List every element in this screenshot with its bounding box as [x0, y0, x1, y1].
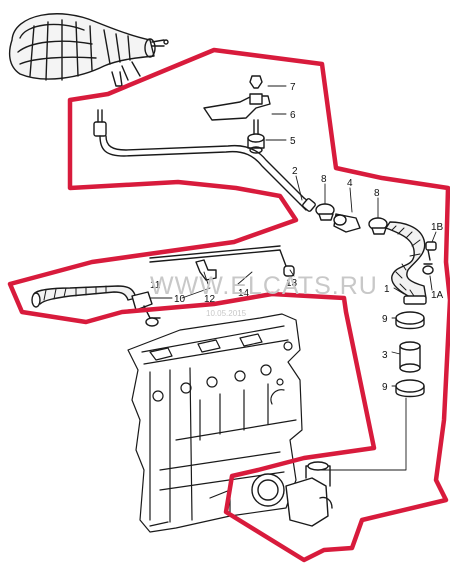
- callout-8a: 8: [321, 174, 327, 185]
- callout-2: 2: [292, 166, 298, 177]
- leader-lines: [149, 85, 437, 471]
- callout-8b: 8: [374, 188, 380, 199]
- plug-13: [283, 265, 295, 277]
- highlight-outline: [7, 47, 450, 563]
- highlight-region-breather-path: [7, 47, 450, 563]
- crankcase-breather-housing: [251, 461, 333, 527]
- callout-4: 4: [347, 178, 353, 189]
- callout-11: 11: [150, 280, 161, 291]
- callout-7: 7: [290, 82, 296, 93]
- clip-12: [195, 259, 217, 281]
- callout-1: 1: [384, 284, 390, 295]
- fitting-1b: [425, 241, 437, 261]
- hose-clamp-9b: [395, 379, 425, 398]
- callout-10: 10: [174, 294, 186, 305]
- bracket-assembly: [203, 75, 271, 154]
- callout-13: 13: [286, 278, 298, 289]
- breather-hose-1: [385, 221, 427, 305]
- callout-labels: 7 6 5 2 8 4 8 1B 1A 1 9 3 9 11 10 12 14 …: [150, 82, 444, 393]
- heating-element-4: [333, 213, 361, 233]
- callout-1a: 1A: [431, 290, 444, 301]
- fitting-1a: [422, 263, 434, 275]
- vacuum-line-14: [149, 245, 287, 267]
- watermark: WWW.ELCATS.RU 10.05.2015: [150, 272, 378, 318]
- valve-11: [131, 291, 161, 327]
- hose-clamp-8b: [368, 217, 388, 235]
- watermark-site: WWW.ELCATS.RU: [150, 272, 378, 300]
- breather-pipe-2: [99, 135, 316, 212]
- watermark-date: 10.05.2015: [206, 309, 247, 318]
- line-art: [8, 13, 437, 533]
- callout-6: 6: [290, 110, 296, 121]
- breather-inlet-fitting: [93, 109, 107, 137]
- callout-9b: 9: [382, 382, 388, 393]
- callout-9a: 9: [382, 314, 388, 325]
- lower-breather-hose: [31, 285, 137, 308]
- air-intake-boot: [8, 13, 169, 87]
- hose-clamp-9a: [395, 311, 425, 330]
- callout-14: 14: [238, 288, 250, 299]
- callout-5: 5: [290, 136, 296, 147]
- callout-12: 12: [204, 294, 216, 305]
- callout-3: 3: [382, 350, 388, 361]
- hose-clamp-8a: [315, 203, 335, 221]
- callout-1b: 1B: [431, 222, 444, 233]
- sleeve-3: [399, 341, 421, 373]
